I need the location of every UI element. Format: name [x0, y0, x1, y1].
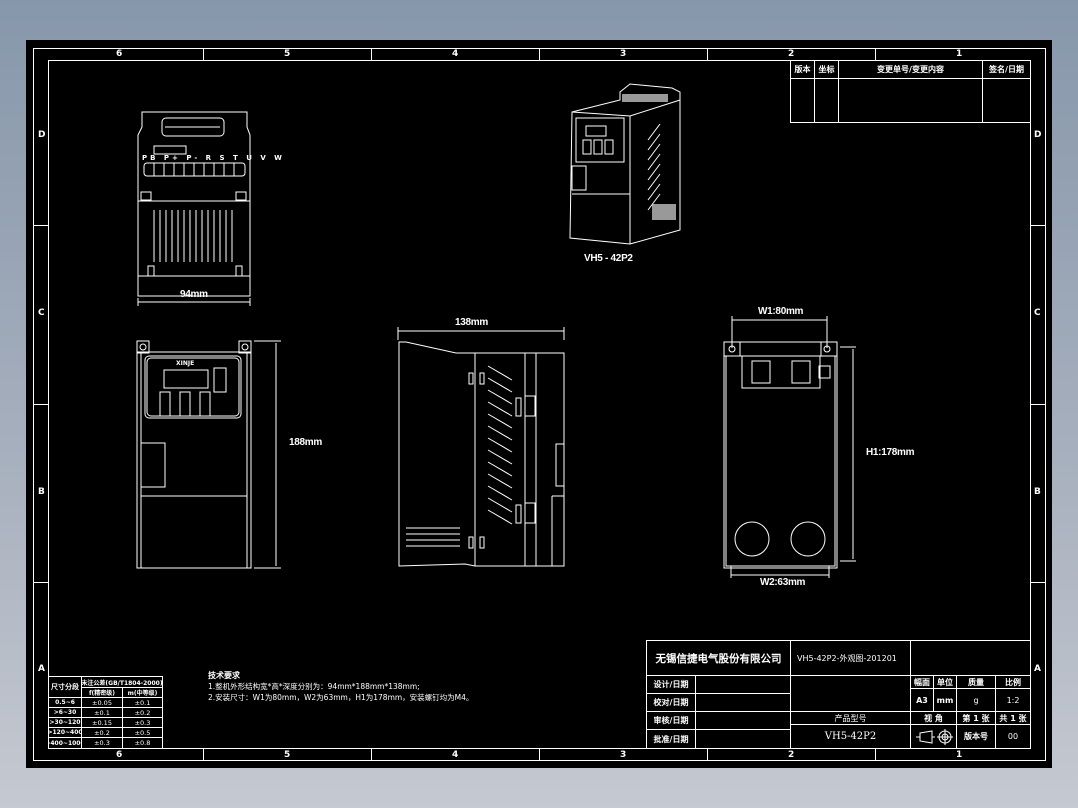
sheet-total: 共 1 张 — [995, 711, 1031, 725]
drawing-sheet — [26, 40, 1052, 768]
projection-label: 视 角 — [910, 711, 957, 725]
sign-field-design[interactable] — [695, 675, 791, 694]
attr-scale: 1:2 — [995, 688, 1031, 712]
zone-row-d-right: D — [1034, 130, 1042, 140]
h1-dimension-label: H1:178mm — [866, 447, 915, 458]
zone-row-c-right: C — [1034, 308, 1041, 318]
version-number: 00 — [995, 724, 1031, 749]
sign-field-review[interactable] — [695, 711, 791, 730]
product-model: VH5-42P2 — [790, 724, 911, 749]
brand-logo: XINJE — [176, 360, 195, 367]
attr-mass: g — [956, 688, 996, 712]
sign-field-approve[interactable] — [695, 729, 791, 749]
model-label: VH5 - 42P2 — [584, 253, 633, 264]
tol-range: >400~1000 — [48, 737, 82, 749]
rev-cell[interactable] — [982, 78, 1031, 123]
title-middle-blank — [790, 675, 911, 712]
tol-header-range: 尺寸分段 — [48, 676, 82, 698]
attr-header-format: 幅面 — [910, 675, 934, 689]
zone-row-a: A — [38, 664, 45, 674]
zone-col-6: 6 — [116, 49, 123, 59]
zone-col-3-bottom: 3 — [620, 750, 627, 760]
zone-row-c: C — [38, 308, 45, 318]
w2-dimension-label: W2:63mm — [760, 577, 806, 588]
tol-f: ±0.3 — [81, 737, 123, 749]
sign-label-review: 审核/日期 — [646, 711, 696, 730]
w1-dimension-label: W1:80mm — [758, 306, 804, 317]
sign-label-approve: 批准/日期 — [646, 729, 696, 749]
zone-col-2: 2 — [788, 49, 795, 59]
title-blank — [910, 640, 1031, 676]
projection-symbol — [910, 724, 957, 749]
sign-label-check: 校对/日期 — [646, 693, 696, 712]
zone-col-4-bottom: 4 — [452, 750, 459, 760]
version-label: 版本号 — [956, 724, 996, 749]
tech-req-line-2: 2.安装尺寸：W1为80mm，W2为63mm，H1为178mm，安装螺钉均为M4… — [208, 693, 474, 702]
company-name: 无锡信捷电气股份有限公司 — [646, 640, 791, 676]
attr-header-scale: 比例 — [995, 675, 1031, 689]
width-dimension-label: 94mm — [180, 289, 208, 300]
zone-row-b: B — [38, 487, 45, 497]
zone-col-4: 4 — [452, 49, 459, 59]
zone-col-3: 3 — [620, 49, 627, 59]
sheet-number: 第 1 张 — [956, 711, 996, 725]
attr-format: A3 — [910, 688, 934, 712]
zone-col-5-bottom: 5 — [284, 750, 291, 760]
product-model-label: 产品型号 — [790, 711, 911, 725]
tol-m: ±0.8 — [122, 737, 163, 749]
zone-row-b-right: B — [1034, 487, 1041, 497]
zone-col-6-bottom: 6 — [116, 750, 123, 760]
zone-col-1-bottom: 1 — [956, 750, 963, 760]
height-dimension-label: 188mm — [289, 437, 322, 448]
sign-label-design: 设计/日期 — [646, 675, 696, 694]
sign-field-check[interactable] — [695, 693, 791, 712]
tech-req-line-1: 1.整机外形结构宽*高*深度分别为：94mm*188mm*138mm; — [208, 682, 420, 691]
zone-row-d: D — [38, 130, 46, 140]
zone-row-a-right: A — [1034, 664, 1041, 674]
zone-col-5: 5 — [284, 49, 291, 59]
attr-header-unit: 单位 — [933, 675, 957, 689]
drawing-number: VH5-42P2-外观图-201201 — [790, 640, 911, 676]
tech-req-title: 技术要求 — [208, 671, 240, 680]
zone-col-2-bottom: 2 — [788, 750, 795, 760]
depth-dimension-label: 138mm — [455, 317, 488, 328]
attr-header-mass: 质量 — [956, 675, 996, 689]
zone-col-1: 1 — [956, 49, 963, 59]
attr-unit: mm — [933, 688, 957, 712]
terminal-labels: PB P+ P- R S T U V W — [142, 154, 285, 162]
first-angle-projection-icon — [912, 727, 956, 747]
inner-border — [48, 60, 1031, 749]
